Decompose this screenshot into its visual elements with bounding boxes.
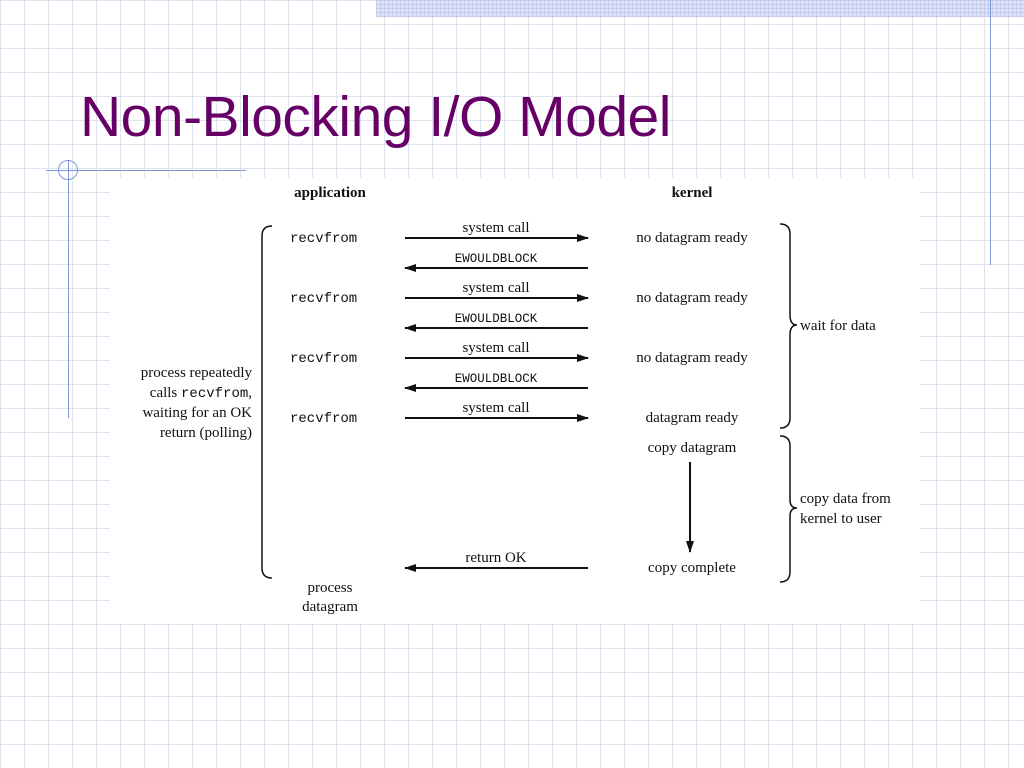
return-ok-label: return OK: [465, 550, 526, 566]
slide-title: Non-Blocking I/O Model: [80, 85, 671, 149]
copy-data-label-line1: copy data from: [800, 491, 891, 507]
process-datagram-line2: datagram: [302, 599, 358, 615]
left-note-line4: return (polling): [160, 425, 252, 441]
wait-brace: [779, 223, 798, 429]
recvfrom-label: recvfrom: [290, 411, 357, 427]
recvfrom-label: recvfrom: [290, 231, 357, 247]
decorative-vertical-line-right: [990, 0, 991, 265]
system-call-label: system call: [462, 400, 529, 416]
ewouldblock-label: EWOULDBLOCK: [455, 372, 538, 386]
system-call-label: system call: [462, 340, 529, 356]
copy-datagram-label: copy datagram: [648, 440, 737, 456]
copy-data-label-line2: kernel to user: [800, 511, 882, 527]
left-brace: [261, 225, 273, 579]
ewouldblock-label: EWOULDBLOCK: [455, 252, 538, 266]
left-note-line1: process repeatedly: [141, 365, 253, 381]
process-datagram-line1: process: [308, 580, 353, 596]
recvfrom-label: recvfrom: [290, 351, 357, 367]
decorative-vertical-line-left: [68, 160, 69, 418]
title-underline: [46, 170, 246, 171]
top-decorative-band: [376, 0, 1024, 17]
recvfrom-label: recvfrom: [290, 291, 357, 307]
left-note-line3: waiting for an OK: [142, 405, 252, 421]
kernel-state-label: datagram ready: [646, 410, 739, 426]
decorative-circle: [58, 160, 78, 180]
system-call-label: system call: [462, 280, 529, 296]
header-kernel: kernel: [672, 185, 713, 201]
copy-brace: [779, 435, 798, 583]
copy-complete-label: copy complete: [648, 560, 736, 576]
system-call-label: system call: [462, 220, 529, 236]
left-note-line2: calls recvfrom,: [150, 385, 252, 402]
diagram-panel: [110, 178, 920, 624]
kernel-state-label: no datagram ready: [636, 230, 748, 246]
ewouldblock-label: EWOULDBLOCK: [455, 312, 538, 326]
header-application: application: [294, 185, 366, 201]
kernel-state-label: no datagram ready: [636, 350, 748, 366]
kernel-state-label: no datagram ready: [636, 290, 748, 306]
wait-for-data-label: wait for data: [800, 318, 876, 334]
